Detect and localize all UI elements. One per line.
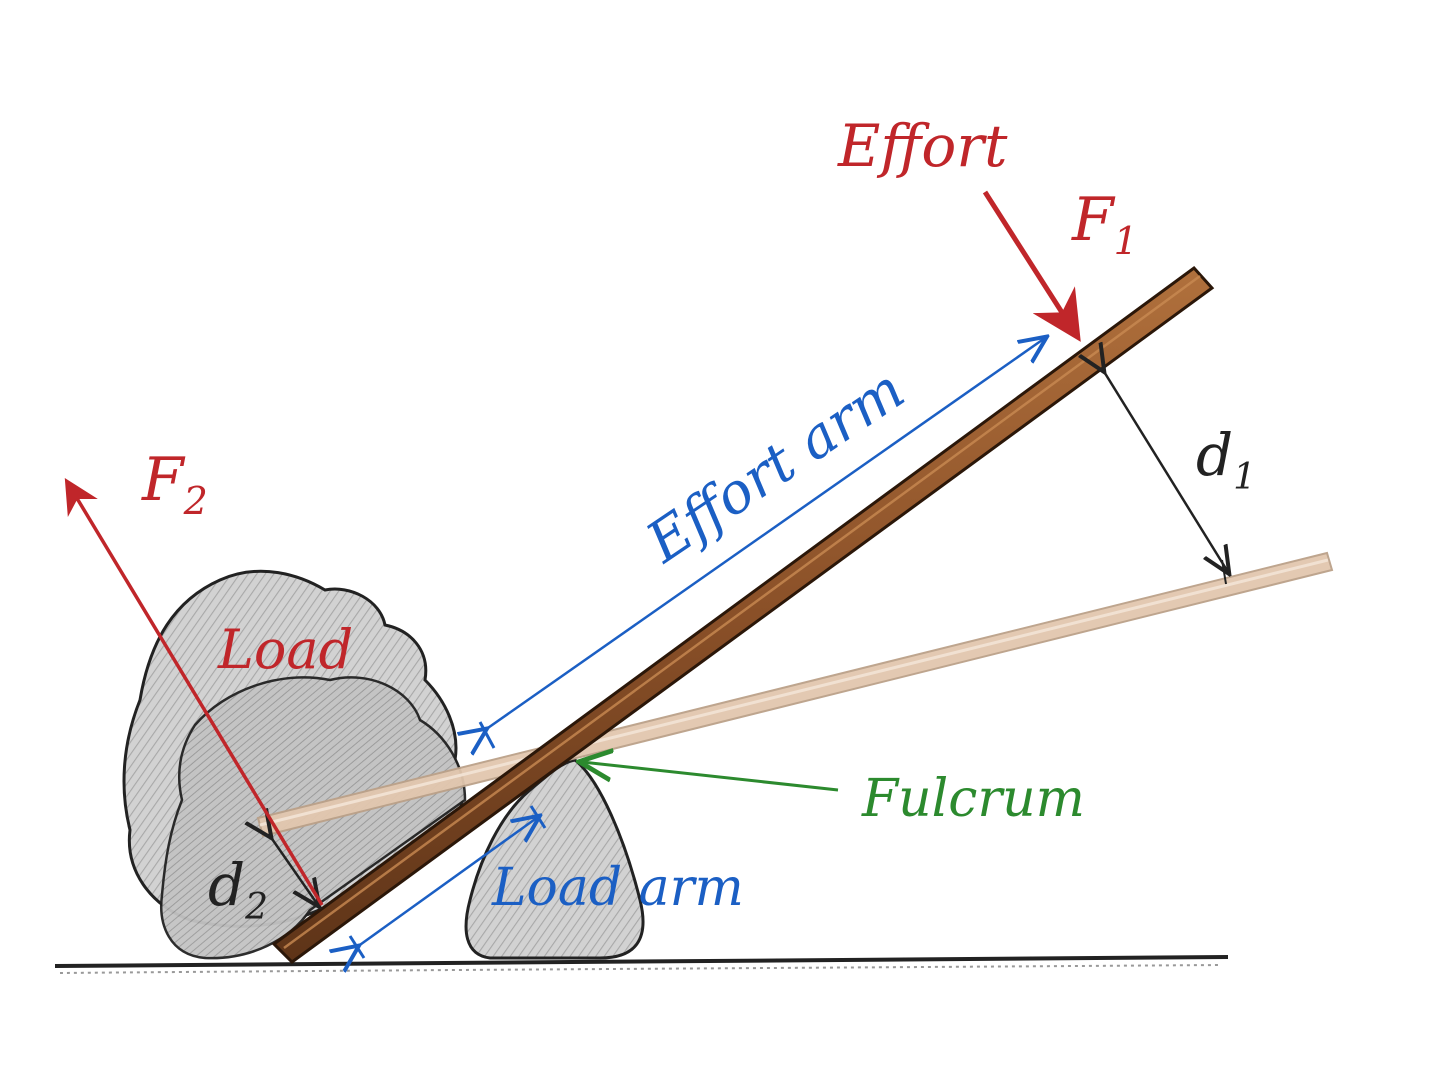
- d1-line: [1103, 370, 1228, 572]
- f1-force-arrow: [982, 190, 1081, 342]
- effort-arm-line: [485, 338, 1045, 730]
- load-arm-line: [357, 817, 538, 947]
- f1-label-sub: 1: [1114, 219, 1138, 263]
- load-arm-tick-right: [529, 805, 547, 829]
- load-arm-tick-left: [348, 935, 366, 959]
- f2-force-arrow: [64, 478, 324, 906]
- d1-label-sub: 1: [1233, 457, 1256, 498]
- d1-tick: [1221, 559, 1227, 585]
- fulcrum-pointer-arrow: [582, 762, 839, 792]
- d2-dimension: [270, 836, 318, 905]
- ground: [54, 955, 1229, 974]
- effort-arm-dimension: [480, 338, 1045, 748]
- effort-arm-label: Effort arm: [635, 357, 916, 576]
- load-arm-label: Load arm: [491, 858, 744, 918]
- d2-label-sub: 2: [244, 887, 268, 928]
- d2-label-main: d: [208, 851, 245, 919]
- effort-arm-tick: [478, 721, 496, 749]
- effort-label: Effort: [837, 112, 1008, 180]
- fulcrum-label: Fulcrum: [861, 769, 1085, 829]
- f1-label-main: F: [1071, 185, 1116, 255]
- d1-dimension: [1103, 370, 1228, 585]
- load-label: Load: [217, 618, 353, 681]
- f2-label-main: F: [141, 445, 186, 515]
- d1-label: d1: [1196, 421, 1256, 498]
- d1-label-main: d: [1196, 421, 1233, 489]
- f2-label-sub: 2: [183, 479, 208, 523]
- load-arm-dimension: [348, 805, 547, 959]
- d2-line: [270, 836, 318, 905]
- f2-label: F2: [141, 445, 208, 523]
- d2-label: d2: [208, 851, 268, 928]
- f1-label: F1: [1071, 185, 1138, 263]
